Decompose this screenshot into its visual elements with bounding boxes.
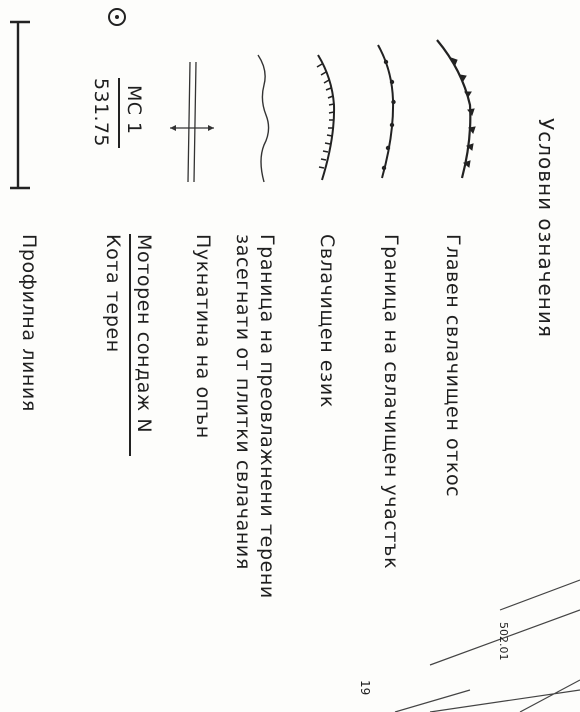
crack-symbol (170, 61, 214, 183)
borehole-elevation: 531.75 (90, 78, 112, 147)
margin-scribbles (394, 579, 580, 712)
label-wet-ground-line1: Граница на преовлажнени терени (256, 234, 278, 599)
profile-line-symbol (10, 20, 30, 190)
label-tongue: Свлачищен език (316, 234, 338, 408)
main-slope-symbol (436, 39, 476, 179)
borehole-symbol (108, 8, 126, 26)
label-wet-ground-line2: засегнати от плитки свлачания (232, 234, 254, 570)
label-borehole-line1: Моторен сондаж N (133, 234, 155, 434)
tongue-symbol (316, 54, 336, 181)
label-fraction-line (129, 234, 131, 456)
label-landslide-area: Граница на свлачищен участък (380, 234, 402, 570)
margin-note-b: 19 (358, 680, 372, 696)
borehole-fraction-line (118, 78, 120, 148)
legend-title: Условни означения (534, 118, 558, 338)
label-borehole-line2: Кота терен (102, 234, 124, 353)
wet-ground-symbol (257, 54, 270, 183)
borehole-number: МС 1 (123, 85, 145, 135)
label-main-slope: Главен свлачищен откос (442, 234, 464, 498)
label-profile: Профилна линия (18, 234, 40, 412)
margin-note-a: 502.01 (497, 622, 510, 661)
label-crack: Пукнатина на опън (192, 234, 214, 439)
landslide-area-symbol (377, 44, 396, 179)
